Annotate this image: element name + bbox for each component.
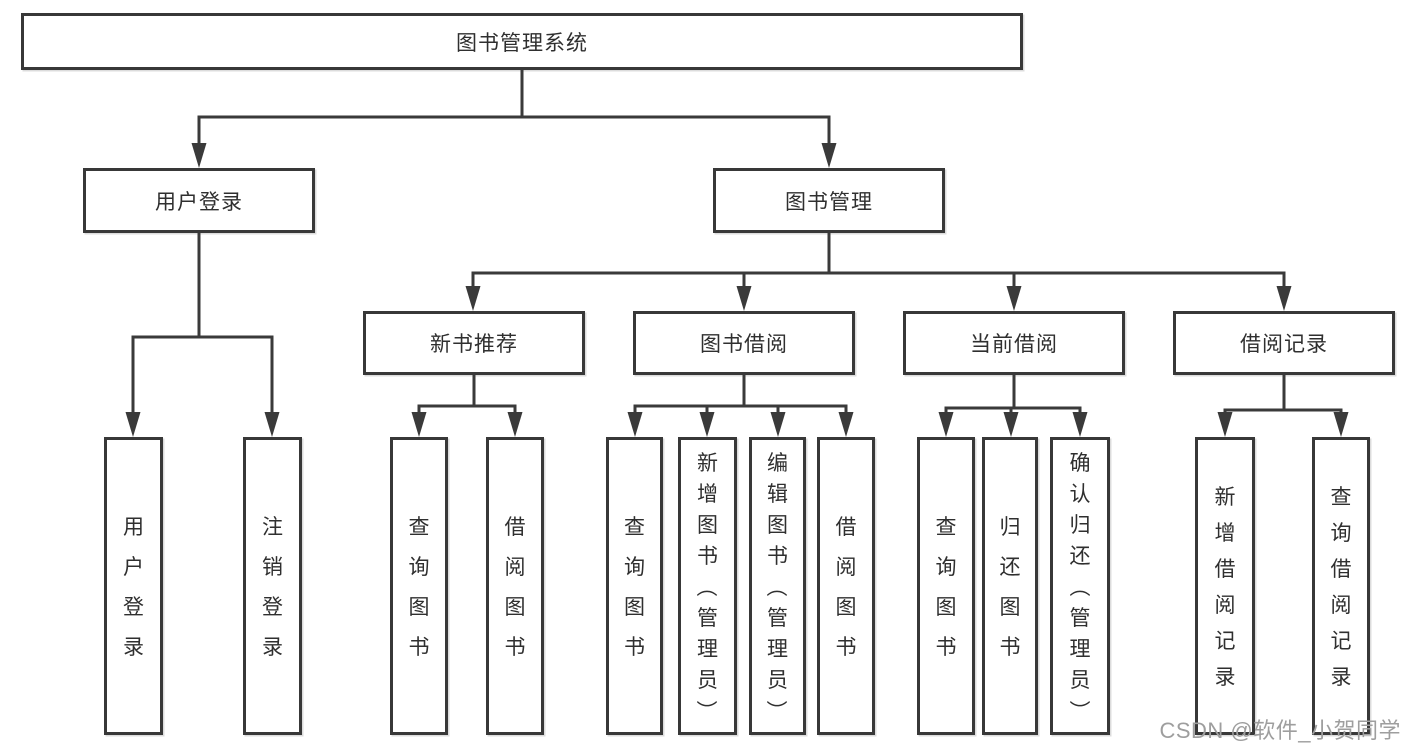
leaf-logout: 注销登录 <box>243 437 302 735</box>
leaf-add-borrow-record-label: 新增借阅记录 <box>1214 486 1236 689</box>
node-user-login-label: 用户登录 <box>155 190 243 214</box>
arrowheads <box>125 143 1349 437</box>
leaf-user-login-label: 用户登录 <box>123 516 144 659</box>
leaf-confirm-return-admin-label: 确认归还（管理员） <box>1067 452 1091 721</box>
leaf-edit-books-admin: 编辑图书（管理员） <box>749 437 806 735</box>
leaf-borrow-books-recommend-label: 借阅图书 <box>504 516 526 659</box>
leaf-query-borrow-record-label: 查询借阅记录 <box>1330 486 1352 689</box>
leaf-logout-label: 注销登录 <box>262 516 283 659</box>
leaf-edit-books-admin-label: 编辑图书（管理员） <box>764 452 789 721</box>
node-book-borrow: 图书借阅 <box>633 311 855 375</box>
leaf-query-books-borrow: 查询图书 <box>606 437 663 735</box>
node-new-book-recommend: 新书推荐 <box>363 311 585 375</box>
node-root-label: 图书管理系统 <box>456 31 588 55</box>
node-root: 图书管理系统 <box>21 13 1023 70</box>
node-borrow-records-label: 借阅记录 <box>1240 333 1328 356</box>
leaf-query-books-recommend: 查询图书 <box>390 437 448 735</box>
leaf-query-books-recommend-label: 查询图书 <box>408 516 430 659</box>
leaf-add-books-admin: 新增图书（管理员） <box>678 437 737 735</box>
node-user-login: 用户登录 <box>83 168 315 233</box>
node-new-book-recommend-label: 新书推荐 <box>430 333 518 356</box>
csdn-watermark: CSDN @软件_小贺同学 <box>1159 718 1401 743</box>
node-book-management-label: 图书管理 <box>785 190 873 214</box>
leaf-query-books-current-label: 查询图书 <box>935 516 957 659</box>
node-book-borrow-label: 图书借阅 <box>700 333 788 356</box>
node-current-borrow-label: 当前借阅 <box>970 333 1058 356</box>
leaf-confirm-return-admin: 确认归还（管理员） <box>1050 437 1110 735</box>
leaf-query-books-current: 查询图书 <box>917 437 975 735</box>
node-book-management: 图书管理 <box>713 168 945 233</box>
node-current-borrow: 当前借阅 <box>903 311 1125 375</box>
leaf-add-books-admin-label: 新增图书（管理员） <box>694 452 719 721</box>
leaf-query-books-borrow-label: 查询图书 <box>624 516 645 659</box>
leaf-add-borrow-record: 新增借阅记录 <box>1195 437 1255 735</box>
leaf-query-borrow-record: 查询借阅记录 <box>1312 437 1370 735</box>
leaf-return-books-label: 归还图书 <box>999 516 1021 659</box>
leaf-user-login: 用户登录 <box>104 437 163 735</box>
node-borrow-records: 借阅记录 <box>1173 311 1395 375</box>
leaf-borrow-books: 借阅图书 <box>817 437 875 735</box>
leaf-borrow-books-recommend: 借阅图书 <box>486 437 544 735</box>
leaf-return-books: 归还图书 <box>982 437 1038 735</box>
leaf-borrow-books-label: 借阅图书 <box>835 516 857 659</box>
